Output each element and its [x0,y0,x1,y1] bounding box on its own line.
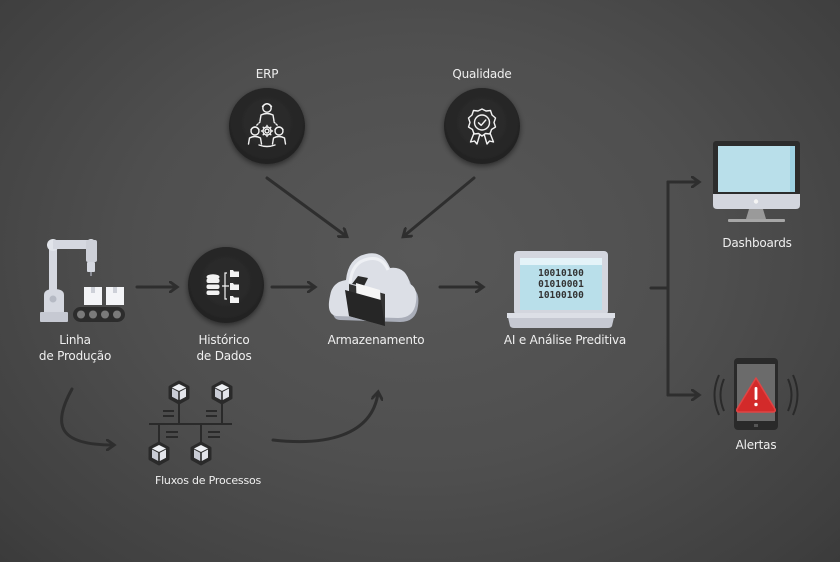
node-alertas[interactable] [713,358,799,430]
qualidade-circle [444,88,520,164]
process-network-icon [148,380,233,466]
robot-arm-conveyor-icon [40,239,125,322]
binary-line-1: 10010100 [538,268,584,279]
database-hierarchy-icon [206,270,239,303]
laptop-binary-icon: 10010100 01010001 10100100 [507,251,615,328]
arrow-linha-to-fluxos [60,387,113,445]
node-qualidade[interactable] [444,88,520,164]
label-historico-line2: de Dados [196,349,252,363]
label-armazenamento: Armazenamento [327,333,425,347]
cube-icon [190,441,212,466]
arrow-erp-to-armazenamento [265,176,346,236]
cube-icon [168,380,190,405]
label-dashboards: Dashboards [722,236,792,250]
label-fluxos-de-processos: Fluxos de Processos [154,474,262,487]
label-ai-analise-preditiva: AI e Análise Preditiva [503,333,627,347]
desktop-monitor-icon [713,141,800,222]
quality-badge-icon [467,108,497,145]
connectors [60,176,698,445]
binary-line-3: 10100100 [538,290,584,301]
node-historico-de-dados[interactable] [188,247,264,323]
node-fluxos-de-processos[interactable] [148,380,233,466]
cloud-folder-icon [328,253,419,326]
label-historico-line1: Histórico [198,333,250,347]
arrow-qualidade-to-armazenamento [404,176,476,236]
label-erp: ERP [255,67,279,81]
historico-circle [188,247,264,323]
label-linha-line2: de Produção [38,349,112,363]
node-dashboards[interactable] [713,141,800,222]
node-linha-de-producao[interactable] [40,239,125,322]
team-gear-icon [247,103,287,148]
binary-line-2: 01010001 [538,279,584,290]
label-linha-line1: Linha [59,333,91,347]
node-armazenamento[interactable] [328,253,419,326]
cube-icon [148,441,170,466]
phone-alert-icon [713,358,799,430]
label-alertas: Alertas [735,438,777,452]
connector-ai-to-outputs [649,180,670,397]
cube-icon [211,380,233,405]
arrow-fluxos-to-armazenamento [271,393,378,444]
label-qualidade: Qualidade [452,67,512,81]
node-erp[interactable] [229,88,305,164]
node-ai-analise-preditiva[interactable]: 10010100 01010001 10100100 [507,251,615,328]
